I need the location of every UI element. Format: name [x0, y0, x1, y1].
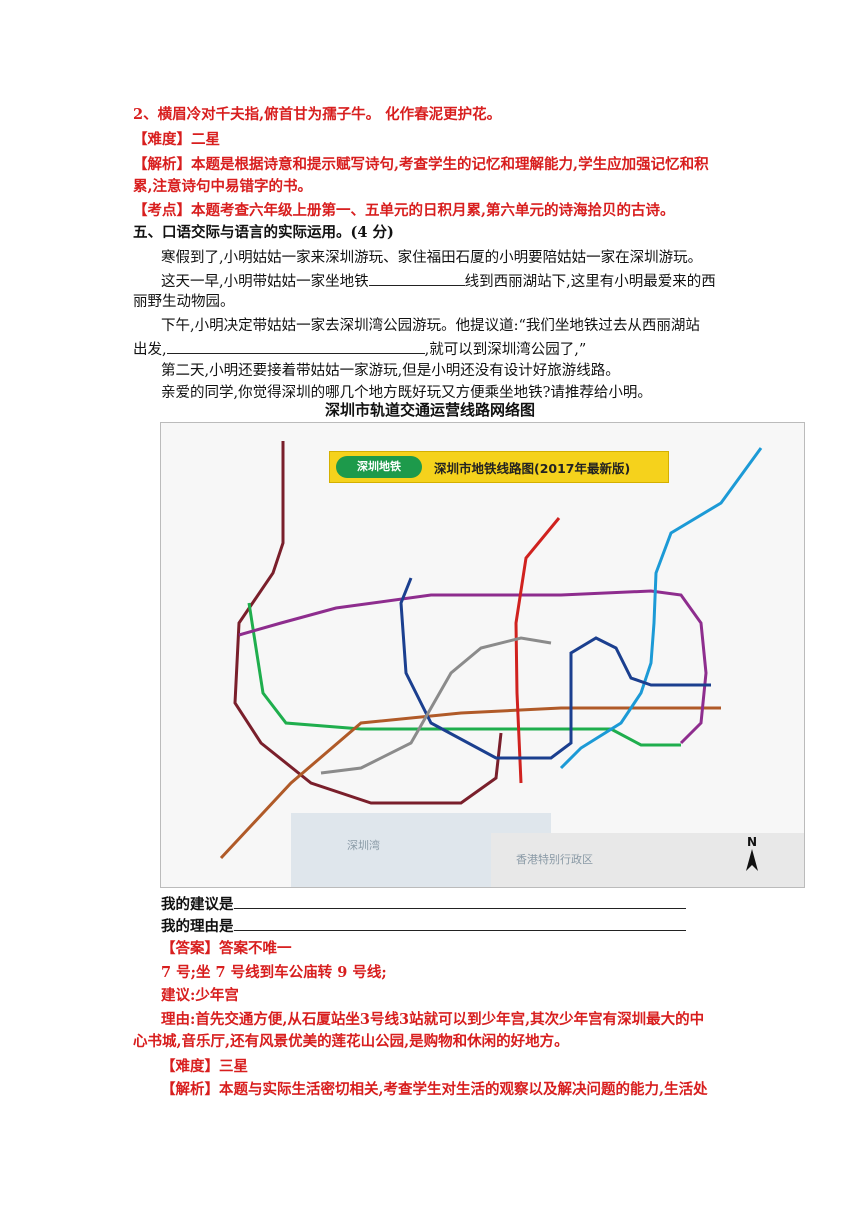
analysis-line-1: 【解析】本题是根据诗意和提示赋写诗句,考查学生的记忆和理解能力,学生应加强记忆和…: [133, 156, 709, 173]
answer-analysis: 【解析】本题与实际生活密切相关,考查学生对生活的观察以及解决问题的能力,生活处: [161, 1081, 708, 1098]
metro-map: 深圳地铁 深圳市地铁线路图(2017年最新版) 深圳湾 香港特别行政区 N: [160, 422, 805, 888]
answer-difficulty: 【难度】三星: [161, 1058, 248, 1075]
answer-line-1: 7 号;坐 7 号线到车公庙转 9 号线;: [161, 964, 387, 981]
blank-route[interactable]: [166, 338, 425, 354]
answer-header: 【答案】答案不唯一: [161, 940, 292, 957]
line-4-path: [514, 517, 561, 784]
answer-line-2: 建议:少年宫: [161, 987, 239, 1004]
line-1-path: [247, 602, 681, 747]
paragraph-4: 第二天,小明还要接着带姑姑一家游玩,但是小明还没有设计好旅游线路。: [161, 363, 620, 379]
map-banner-text: 深圳市地铁线路图(2017年最新版): [434, 461, 631, 476]
map-title: 深圳市轨道交通运营线路网络图: [324, 401, 535, 419]
reason-label: 我的理由是: [161, 918, 234, 935]
line-5-path: [238, 589, 708, 745]
line-11-path: [233, 441, 503, 805]
reason-blank[interactable]: [233, 915, 686, 931]
paragraph-2-part-a: 这天一早,小明带姑姑一家坐地铁: [161, 274, 369, 290]
answer-line-3: 理由:首先交通方便,从石厦站坐3号线3站就可以到少年宫,其次少年宫有深圳最大的中: [161, 1011, 705, 1028]
paragraph-3-part-b: 出发,: [133, 342, 167, 358]
difficulty-label: 【难度】二星: [133, 131, 220, 148]
hk-label: 香港特别行政区: [516, 853, 593, 866]
reason-row: 我的理由是: [161, 915, 686, 937]
paragraph-3-part-c: ,就可以到深圳湾公园了,”: [424, 342, 587, 358]
compass-arrow-icon: [746, 849, 758, 871]
suggestion-label: 我的建议是: [161, 896, 234, 913]
paragraph-2-end: 丽野生动物园。: [133, 294, 235, 310]
north-arrow-icon: N: [740, 835, 764, 874]
paragraph-5: 亲爱的同学,你觉得深圳的哪几个地方既好玩又方便乘坐地铁?请推荐给小明。: [161, 385, 652, 401]
answer-line-4: 心书城,音乐厅,还有风景优美的莲花山公园,是购物和休闲的好地方。: [133, 1033, 569, 1050]
line-3-path: [559, 447, 763, 770]
metro-logo: 深圳地铁: [336, 456, 422, 478]
suggestion-row: 我的建议是: [161, 893, 686, 915]
suggestion-blank[interactable]: [233, 893, 686, 909]
poem-answer-line: 2、横眉冷对千夫指,俯首甘为孺子牛。 化作春泥更护花。: [133, 106, 502, 123]
paragraph-1: 寒假到了,小明姑姑一家来深圳游玩、家住福田石厦的小明要陪姑姑一家在深圳游玩。: [161, 250, 703, 266]
line-2-path: [219, 706, 721, 860]
map-banner: 深圳地铁 深圳市地铁线路图(2017年最新版): [329, 451, 669, 483]
paragraph-2-part-b: 线到西丽湖站下,这里有小明最爱来的西: [464, 274, 716, 290]
north-letter: N: [746, 835, 758, 849]
analysis-line-2: 累,注意诗句中易错字的书。: [133, 178, 313, 195]
line-9-path: [320, 636, 552, 775]
paragraph-3: 下午,小明决定带姑姑一家去深圳湾公园游玩。他提议道:“我们坐地铁过去从西丽湖站: [161, 318, 700, 334]
section-five-heading: 五、口语交际与语言的实际运用。(4 分): [133, 224, 394, 241]
kaodian-line: 【考点】本题考查六年级上册第一、五单元的日积月累,第六单元的诗海拾贝的古诗。: [133, 202, 675, 219]
blank-line-number[interactable]: [368, 270, 465, 286]
paragraph-2: 这天一早,小明带姑姑一家坐地铁 线到西丽湖站下,这里有小明最爱来的西: [161, 270, 716, 292]
paragraph-3-cont: 出发, ,就可以到深圳湾公园了,”: [133, 338, 586, 360]
line-7-path: [399, 577, 711, 760]
metro-lines: [219, 441, 763, 860]
bay-label: 深圳湾: [347, 839, 380, 852]
